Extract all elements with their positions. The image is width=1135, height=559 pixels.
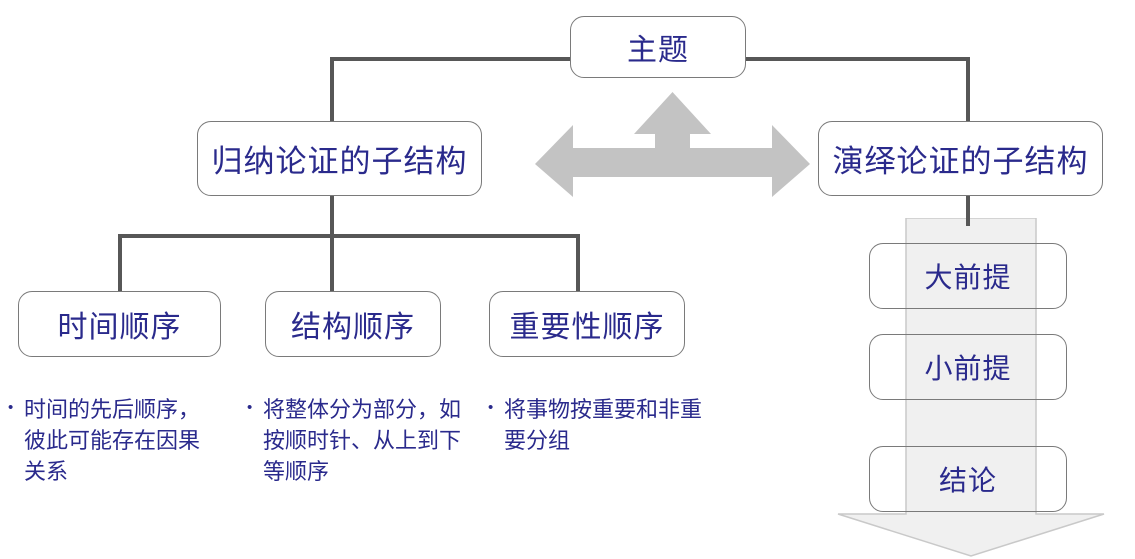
connector-leaf-1 xyxy=(118,234,122,292)
note-importance-order: • 将事物按重要和非重要分组 xyxy=(488,394,706,456)
node-major-premise[interactable]: 大前提 xyxy=(869,243,1067,309)
bullet-icon: • xyxy=(8,399,14,416)
connector-leaf-2 xyxy=(330,234,334,292)
note-text: 将整体分为部分，如按顺时针、从上到下等顺序 xyxy=(263,397,462,485)
node-theme[interactable]: 主题 xyxy=(570,16,746,78)
node-inductive-substructure[interactable]: 归纳论证的子结构 xyxy=(197,121,482,196)
connector-deductive-stem xyxy=(966,196,970,226)
node-structure-order[interactable]: 结构顺序 xyxy=(265,291,441,357)
note-text: 时间的先后顺序，彼此可能存在因果关系 xyxy=(24,397,201,485)
connector-theme-to-deductive xyxy=(744,57,968,61)
connector-inductive-stem xyxy=(330,196,334,237)
connector-inductive-drop xyxy=(330,57,334,123)
connector-inductive-bar xyxy=(118,234,580,238)
bullet-icon: • xyxy=(247,399,253,416)
node-minor-premise[interactable]: 小前提 xyxy=(869,334,1067,400)
down-arrow xyxy=(837,218,1105,557)
note-structure-order: • 将整体分为部分，如按顺时针、从上到下等顺序 xyxy=(247,394,465,488)
connector-deductive-drop xyxy=(966,57,970,123)
connector-leaf-3 xyxy=(576,234,580,292)
node-time-order[interactable]: 时间顺序 xyxy=(18,291,221,357)
node-conclusion[interactable]: 结论 xyxy=(869,446,1067,512)
note-text: 将事物按重要和非重要分组 xyxy=(504,397,703,454)
bullet-icon: • xyxy=(488,399,494,416)
connector-theme-to-inductive xyxy=(332,57,572,61)
note-time-order: • 时间的先后顺序，彼此可能存在因果关系 xyxy=(8,394,220,488)
tri-directional-arrow xyxy=(535,92,810,197)
node-deductive-substructure[interactable]: 演绎论证的子结构 xyxy=(818,121,1103,196)
node-importance-order[interactable]: 重要性顺序 xyxy=(489,291,685,357)
